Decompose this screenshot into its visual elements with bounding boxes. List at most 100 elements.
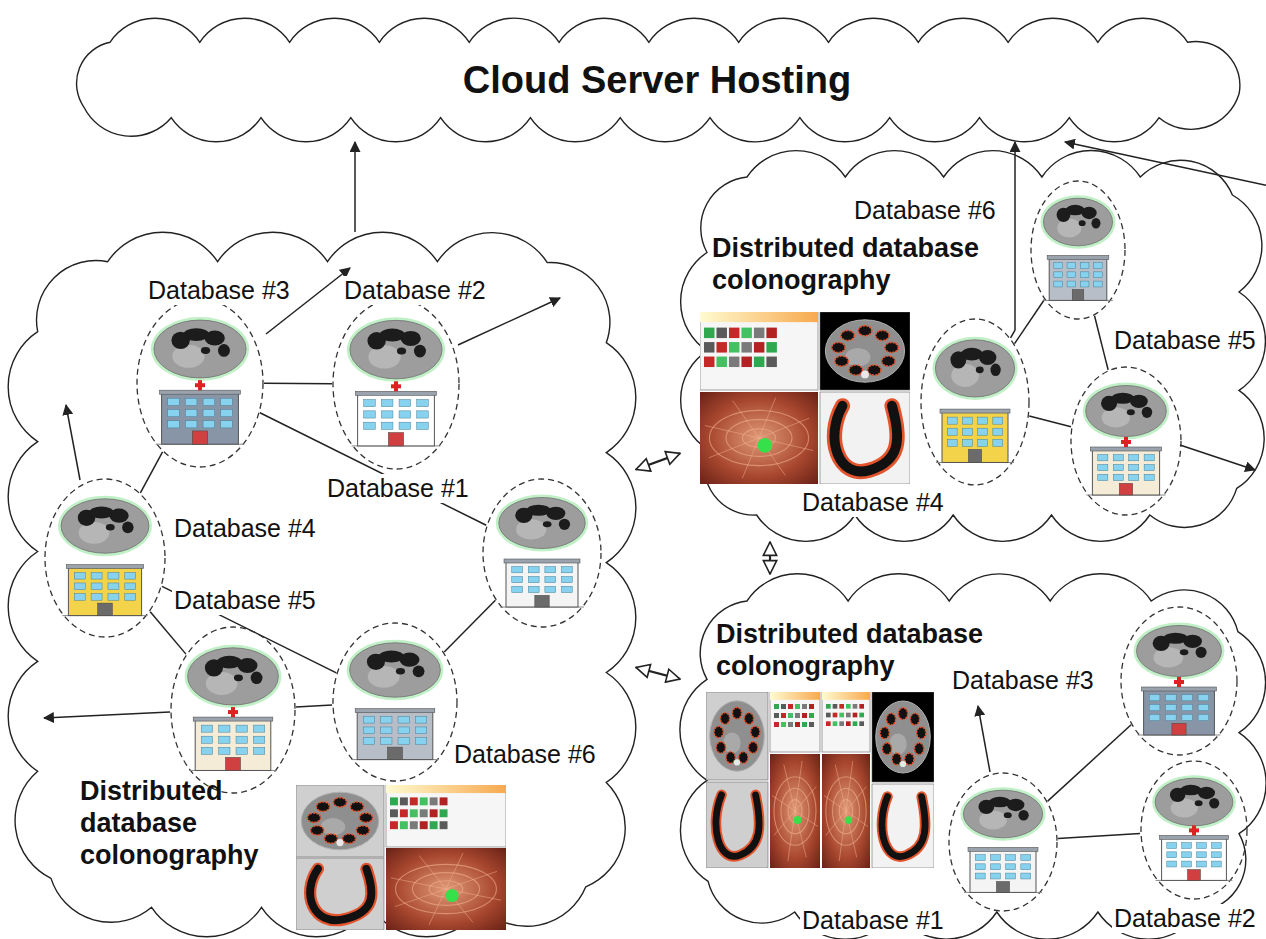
ct-gas: [559, 519, 570, 530]
thumbnail: [853, 704, 858, 709]
ct-body: [350, 643, 441, 697]
thumbnail: [430, 797, 438, 805]
building-window: [1166, 704, 1177, 710]
database-label: Database #1: [800, 906, 946, 935]
thumbnail: [833, 704, 838, 709]
app-frame: [386, 785, 506, 847]
colon-loop: [350, 802, 363, 811]
link-line: [162, 586, 336, 673]
colon-loop: [359, 813, 372, 822]
database-site: Database #4: [920, 318, 1030, 486]
red-cross: [391, 384, 401, 388]
building-window: [108, 583, 119, 590]
building-window: [561, 586, 572, 592]
ct-gas: [1183, 635, 1202, 648]
ct-gas: [1209, 798, 1219, 808]
dashed-circle: [1141, 761, 1247, 899]
building-window: [125, 583, 136, 590]
thumbnail: [704, 357, 714, 367]
thumbnail: [729, 357, 739, 367]
database-site: Database #6: [1030, 180, 1126, 320]
building-body: [942, 412, 1008, 462]
thumbnail: [795, 704, 800, 709]
label-holder: Database #5: [1112, 326, 1258, 355]
app-frame: [700, 312, 818, 390]
database-label: Database #4: [172, 514, 318, 543]
site-outline: [482, 478, 602, 628]
colon-loop: [311, 826, 324, 835]
thumbnail: [704, 342, 714, 352]
label-holder: Database #2: [342, 276, 488, 305]
building-window: [1080, 272, 1089, 278]
red-cross: [1121, 440, 1131, 444]
app-header: [700, 312, 818, 322]
thumbnail: [390, 809, 398, 817]
label-holder: Distributed database colonography: [80, 775, 295, 871]
building-window: [185, 398, 197, 405]
building-window: [512, 576, 523, 582]
building-roof: [160, 390, 241, 394]
ct-gas: [1018, 810, 1028, 820]
dashed-circle: [1121, 607, 1237, 755]
colon-fold: [709, 438, 759, 458]
building-window: [415, 716, 426, 723]
thumbnail: [802, 722, 807, 727]
ct-halo: [960, 787, 1045, 841]
building-window: [1067, 281, 1076, 287]
dashed-circle: [171, 627, 295, 793]
database-site: Database #2: [1140, 760, 1248, 900]
colon-loop: [732, 707, 741, 718]
building-body: [1144, 690, 1215, 735]
building-body: [1049, 258, 1107, 300]
link-line: [1015, 300, 1045, 344]
database-label: Database #6: [852, 196, 998, 225]
building-window: [1054, 263, 1063, 269]
ct-halo: [1152, 775, 1236, 829]
thumbnail: [766, 328, 776, 338]
building-window: [219, 736, 230, 743]
thumbnail: [781, 713, 786, 718]
colon-loop: [905, 753, 914, 765]
colon-loop: [324, 834, 337, 843]
link-line: [354, 142, 356, 232]
thumbnail: [826, 721, 831, 726]
thumbnail: [741, 357, 751, 367]
building-window: [1113, 455, 1123, 461]
thumbnail: [833, 713, 838, 718]
site-outline: [1030, 180, 1126, 320]
thumbnail: [716, 357, 726, 367]
building-window: [1211, 852, 1221, 858]
dashed-circle: [483, 479, 601, 627]
ct-gas: [251, 672, 263, 685]
polyp-mark: [845, 816, 853, 824]
building-roof: [193, 717, 273, 721]
colon-fold: [395, 889, 446, 907]
building-window: [381, 422, 393, 429]
thumbnail: [809, 722, 814, 727]
thumbnail: [704, 328, 714, 338]
building-window: [1021, 873, 1031, 879]
building-body: [357, 712, 433, 760]
building-window: [545, 567, 556, 573]
building-window: [399, 422, 411, 429]
building-window: [74, 572, 85, 579]
ct-gas: [400, 653, 420, 667]
ct-gas: [990, 364, 1000, 377]
building-window: [975, 855, 985, 861]
site-outline: [1120, 606, 1238, 756]
building-window: [363, 716, 374, 723]
thumbnail: [716, 328, 726, 338]
cloud-shape: [8, 232, 636, 937]
thumbnail: [826, 704, 831, 709]
thumbnail: [440, 797, 448, 805]
site-outline: [1140, 760, 1248, 900]
building-window: [528, 586, 539, 592]
label-holder: Database #6: [452, 740, 598, 769]
thumbnail: [410, 797, 418, 805]
building-window: [253, 736, 264, 743]
building-door: [387, 747, 402, 759]
colon-fold: [784, 765, 795, 811]
feed-arrow: [44, 712, 170, 718]
ct-body: [61, 499, 149, 553]
building-window: [125, 594, 136, 601]
